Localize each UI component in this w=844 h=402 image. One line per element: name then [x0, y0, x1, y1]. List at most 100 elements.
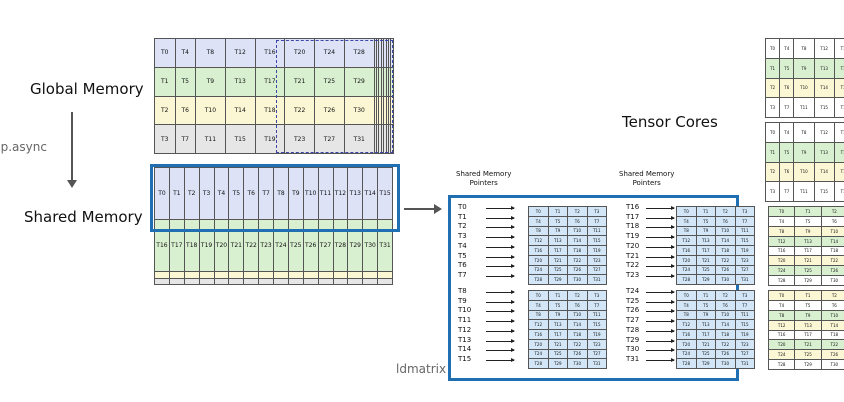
fragment-cell: T12: [676, 235, 697, 246]
fragment-cell: T10: [715, 225, 736, 237]
grid-cell: T13: [347, 167, 364, 220]
fragment-cell: T7: [734, 215, 755, 227]
grid-cell: T5: [174, 66, 196, 97]
tensor-core-cell: T11: [793, 97, 815, 118]
grid-cell: T20: [213, 219, 230, 272]
pointer-arrow: [646, 328, 675, 333]
shared-memory-highlight: [150, 164, 400, 232]
pointer-arrow: [486, 328, 515, 333]
tensor-core-cell: T12: [813, 122, 835, 143]
tensor-core-cell: T14: [820, 235, 844, 247]
fragment-cell: T19: [586, 329, 607, 340]
pointer-label: T12: [458, 325, 472, 334]
grid-cell: T1: [154, 66, 176, 97]
pointer-label: T28: [626, 325, 640, 334]
tensor-core-cell: T3: [764, 181, 781, 202]
pointer-label: T3: [458, 232, 467, 241]
tensor-core-cell: T26: [820, 265, 844, 277]
tensor-core-cell: T6: [779, 161, 795, 183]
tensor-core-cell: T16: [833, 122, 844, 143]
grid-cell-empty: [273, 277, 289, 285]
fragment-cell: T26: [567, 264, 588, 276]
grid-cell: T9: [287, 167, 304, 220]
pointer-arrow: [646, 206, 675, 210]
grid-cell-empty: [243, 277, 260, 285]
cp-async-label: cp.async: [0, 140, 47, 154]
grid-cell: T8: [273, 167, 289, 220]
tensor-core-cell: T29: [794, 359, 822, 370]
pointer-label: T30: [626, 345, 640, 354]
pointer-label: T7: [458, 270, 467, 279]
pointer-label: T0: [458, 203, 467, 211]
fragment-cell: T14: [715, 319, 736, 330]
tensor-core-cell: T7: [779, 181, 795, 202]
grid-cell-empty: [387, 124, 392, 154]
fragment-cell: T9: [695, 309, 716, 321]
tensor-core-cell: T8: [793, 122, 815, 143]
grid-row: [154, 277, 393, 285]
grid-cell: T12: [332, 167, 349, 220]
grid-cell: T6: [243, 167, 260, 220]
grid-cell: T23: [284, 124, 316, 154]
tensor-core-cell: T9: [794, 225, 822, 237]
tensor-core-cell: T18: [833, 77, 844, 99]
pointer-arrow: [486, 264, 515, 269]
fragment-cell: T10: [715, 309, 736, 321]
fragment-cell: T21: [547, 338, 568, 350]
grid-cell-empty: [332, 277, 349, 285]
fragment-cell: T28: [528, 358, 549, 369]
fragment-cell: T24: [676, 348, 697, 360]
grid-cell: T0: [154, 167, 170, 220]
pointer-label: T9: [458, 296, 467, 305]
tensor-core-cell: T17: [794, 329, 822, 341]
fragment-cell: T11: [586, 225, 607, 237]
grid-cell: T18: [254, 95, 286, 126]
pointers-header-right: Shared Memory Pointers: [619, 170, 674, 188]
pointer-label: T8: [458, 287, 467, 295]
tensor-core-cell: T4: [767, 299, 796, 311]
pointer-arrow: [646, 338, 675, 343]
tensor-core-grid-b: T0T4T8T12T16T1T5T9T13T17T2T6T10T14T18T3T…: [764, 122, 844, 202]
tensor-core-cell: T17: [833, 141, 844, 163]
fragment-cell: T27: [586, 348, 607, 360]
fragment-cell: T9: [547, 309, 568, 321]
fragment-cell: T2: [567, 290, 588, 301]
fragment-cell: T22: [715, 254, 736, 266]
tensor-core-cell: T21: [794, 339, 822, 351]
fragment-cell: T17: [695, 245, 716, 256]
fragment-cell: T13: [695, 319, 716, 330]
fragment-cell: T12: [528, 319, 549, 330]
pointer-arrow: [646, 215, 675, 220]
fragment-cell: T15: [734, 235, 755, 246]
tensor-core-cell: T2: [764, 77, 781, 99]
fragment-cell: T6: [567, 215, 588, 227]
tensor-core-cell: T19: [833, 97, 844, 118]
fragment-cell: T10: [567, 309, 588, 321]
tensor-core-cell: T14: [813, 77, 835, 99]
pointer-arrow: [646, 309, 675, 314]
pointer-arrow: [486, 299, 515, 304]
fragment-cell: T1: [695, 206, 716, 217]
pointer-arrow: [486, 273, 515, 278]
tensor-core-cell: T0: [767, 206, 796, 217]
tensor-core-cell: T0: [764, 38, 781, 59]
fragment-cell: T20: [676, 338, 697, 350]
fragment-cell: T14: [567, 235, 588, 246]
grid-cell: T14: [224, 95, 256, 126]
fragment-cell: T27: [734, 348, 755, 360]
ldmatrix-arrowhead: [434, 204, 442, 214]
fragment-cell: T18: [567, 329, 588, 340]
tensor-core-cell: T28: [767, 275, 796, 286]
